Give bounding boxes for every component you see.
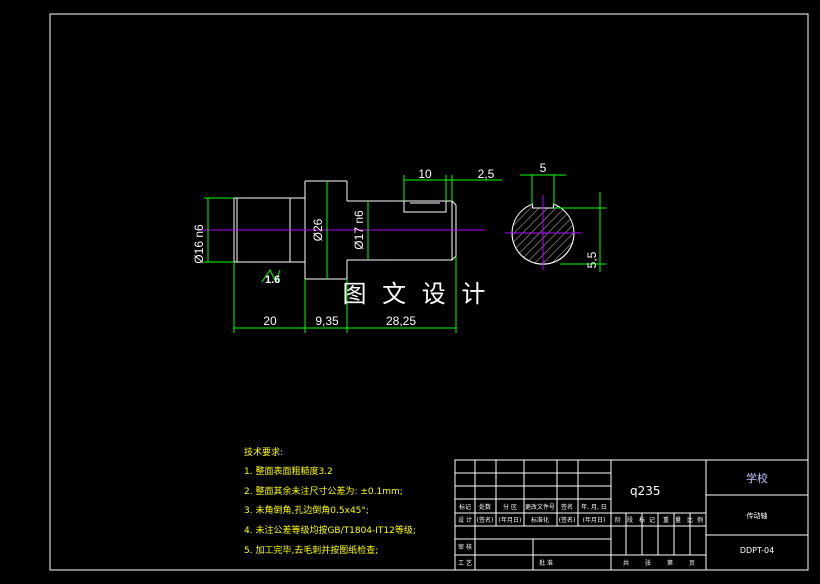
school-label: 学校	[746, 471, 768, 485]
tb-stage-2: 标	[639, 516, 645, 524]
tb-row2-design: 设 计	[458, 516, 472, 524]
tb-stage-5: 量	[675, 517, 681, 524]
shaft-section-view	[505, 174, 606, 272]
tb-row2-std: 标准化	[531, 516, 549, 524]
tech-note-1: 1. 整面表面粗糙度3.2	[244, 465, 333, 477]
part-name-label: 传动轴	[747, 511, 768, 520]
tech-note-4: 4. 未注公差等级均按GB/T1804-IT12等级;	[244, 524, 416, 536]
dim-d16-label: Ø16 n6	[192, 224, 206, 264]
tb-stage-7: 例	[697, 516, 703, 524]
tb-stage-0: 阶	[615, 516, 621, 524]
tb-row1-sign: 签名	[561, 503, 573, 511]
tb-approve: 批 准	[539, 559, 553, 567]
tb-review: 审 核	[458, 543, 472, 551]
shaft-side-view	[233, 180, 457, 280]
tb-row1-count: 处数	[479, 503, 491, 511]
tb-row1-docno: 更改文件号	[525, 503, 555, 511]
dim-key-5: 5	[540, 161, 547, 175]
drawing-number-label: DDPT-04	[740, 546, 774, 555]
tech-note-3: 3. 未角倒角,孔边倒角0.5x45°;	[244, 504, 369, 516]
tb-row1-mark: 标记	[459, 503, 471, 511]
tb-row1-date: 年, 月, 日	[581, 503, 607, 511]
tech-note-2: 2. 整面其余未注尺寸公差为: ±0.1mm;	[244, 485, 403, 497]
dim-length-20: 20	[263, 314, 277, 328]
tb-row2-sign: (签名)	[477, 516, 494, 524]
dim-chamfer-25: 2,5	[478, 167, 495, 181]
roughness-label: 1.6	[265, 274, 280, 286]
tech-notes-title: 技术要求:	[244, 446, 283, 458]
sheet-frame	[49, 13, 809, 571]
title-block	[454, 459, 809, 571]
dim-length-935: 9,35	[315, 314, 339, 328]
tb-sheet-total: 共	[623, 559, 629, 567]
tb-sheet-page: 页	[689, 560, 695, 567]
tb-stage-1: 段	[627, 516, 633, 524]
tb-sheet-no: 第	[667, 559, 673, 567]
dim-length-2825: 28,25	[386, 314, 416, 328]
technical-requirements: 技术要求: 1. 整面表面粗糙度3.2 2. 整面其余未注尺寸公差为: ±0.1…	[244, 446, 416, 556]
watermark-text: 图 文 设 计	[343, 280, 490, 308]
tb-row2-date: (年月日)	[499, 516, 522, 524]
dim-depth-55: 5,5	[585, 251, 599, 268]
tb-stage-6: 比	[687, 516, 693, 524]
dimension-lines	[204, 175, 502, 333]
tb-process: 工 艺	[458, 559, 472, 567]
tb-row1-zone: 分 区	[503, 503, 517, 511]
tech-note-5: 5. 加工完毕,去毛刺并按图纸检查;	[244, 544, 378, 556]
material-label: q235	[630, 484, 661, 498]
dim-d17-label: Ø17 n6	[352, 210, 366, 250]
tb-stage-4: 重	[663, 516, 669, 524]
dim-key-10: 10	[418, 167, 432, 181]
dim-d26-label: Ø26	[311, 218, 325, 241]
tb-row2-date2: (年月日)	[583, 516, 606, 524]
tb-sheet-zhang: 张	[645, 559, 651, 567]
tb-row2-sign2: (签名)	[559, 516, 576, 524]
tb-stage-3: 记	[649, 517, 655, 524]
